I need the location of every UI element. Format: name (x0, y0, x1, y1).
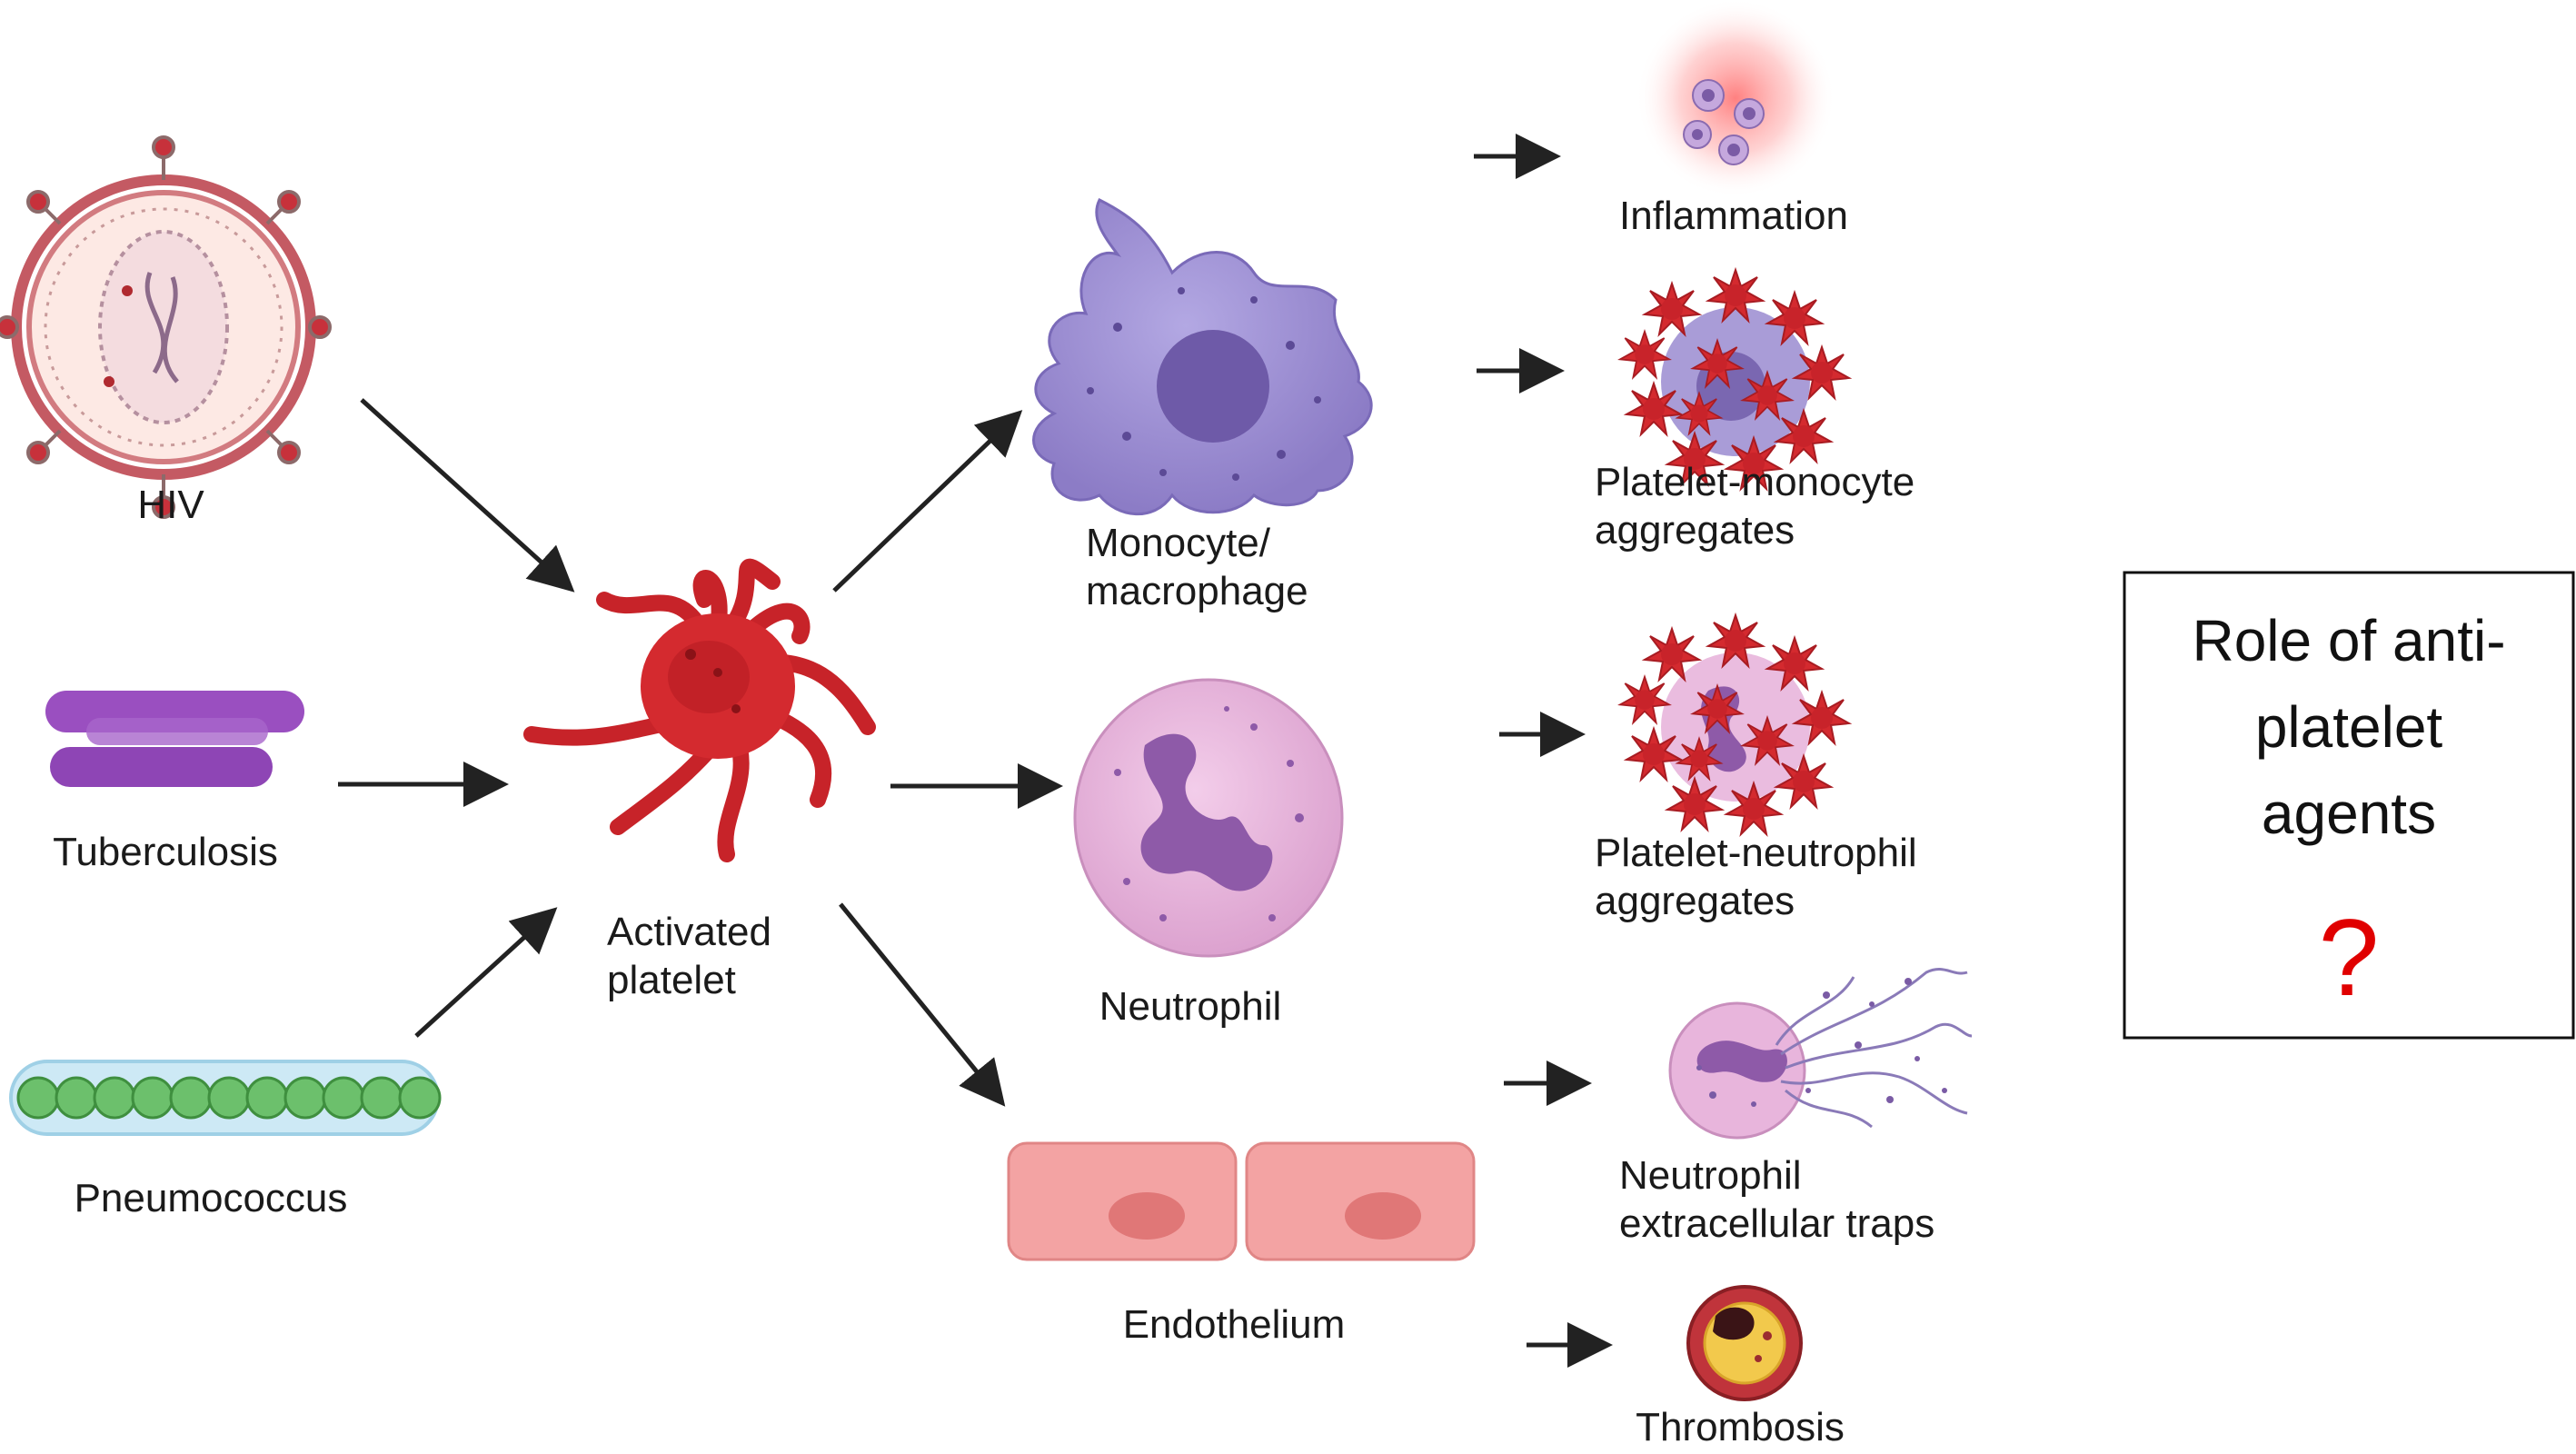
pneumococcus-bead (55, 1076, 98, 1120)
pma-label-1: Platelet-monocyte (1595, 460, 1915, 504)
mini-platelet (1619, 330, 1670, 379)
inflammation-icon (1636, 0, 1835, 198)
tuberculosis-label: Tuberculosis (53, 830, 278, 874)
arrow-pneumo-to-platelet (414, 907, 558, 1038)
pneumococcus-bead (93, 1076, 136, 1120)
neutrophil-icon (1073, 678, 1344, 958)
pneumococcus-bead (398, 1076, 442, 1120)
pna-label-1: Platelet-neutrophil (1595, 831, 1917, 875)
monocyte-icon (1032, 197, 1373, 516)
pneumococcus-bead (245, 1076, 289, 1120)
inflammation-label: Inflammation (1619, 194, 1848, 238)
thrombosis-icon (1686, 1285, 1803, 1401)
pneumococcus-bead (283, 1076, 327, 1120)
pneumococcus-bead (16, 1076, 60, 1120)
arrow-platelet-to-monocyte (832, 410, 1023, 593)
platelet-monocyte-aggregate-icon (1619, 269, 1850, 490)
pneumococcus-bead (322, 1076, 365, 1120)
monocyte-label-2: macrophage (1086, 569, 1308, 613)
pneumococcus-label: Pneumococcus (75, 1176, 348, 1220)
hiv-label: HIV (137, 483, 204, 527)
net-label-1: Neutrophil (1619, 1153, 1802, 1198)
pneumococcus-bead (360, 1076, 403, 1120)
endothelium-icon (1007, 1141, 1476, 1261)
pna-label-2: aggregates (1595, 879, 1795, 923)
activated-platelet-icon (523, 558, 876, 862)
pma-label-2: aggregates (1595, 508, 1795, 553)
arrow-hiv-to-platelet (360, 398, 575, 593)
pneumococcus-chain-icon (9, 1060, 442, 1136)
role-line-3: agents (2262, 781, 2436, 846)
net-label-2: extracellular traps (1619, 1201, 1934, 1246)
question-mark: ? (2319, 897, 2380, 1019)
pneumococcus-bead (169, 1076, 213, 1120)
role-line-1: Role of anti- (2192, 608, 2505, 673)
pneumococcus-bead (207, 1076, 251, 1120)
activated-platelet-label-2: platelet (607, 958, 736, 1002)
neutrophil-label: Neutrophil (1099, 984, 1282, 1029)
platelet-neutrophil-aggregate-icon (1619, 614, 1850, 835)
thrombosis-label: Thrombosis (1636, 1405, 1845, 1449)
role-line-2: platelet (2255, 694, 2443, 760)
monocyte-label-1: Monocyte/ (1086, 521, 1271, 565)
pneumococcus-bead (131, 1076, 174, 1120)
arrow-platelet-to-endothelium (839, 902, 1006, 1107)
mini-platelet (1619, 675, 1670, 724)
net-icon (1668, 967, 1973, 1140)
anti-platelet-role-box: Role of anti- platelet agents ? (2123, 571, 2575, 1040)
endothelium-label: Endothelium (1123, 1302, 1346, 1347)
tuberculosis-bacilli-icon (45, 691, 304, 787)
hiv-virus-icon (0, 135, 332, 519)
activated-platelet-label-1: Activated (607, 910, 771, 954)
